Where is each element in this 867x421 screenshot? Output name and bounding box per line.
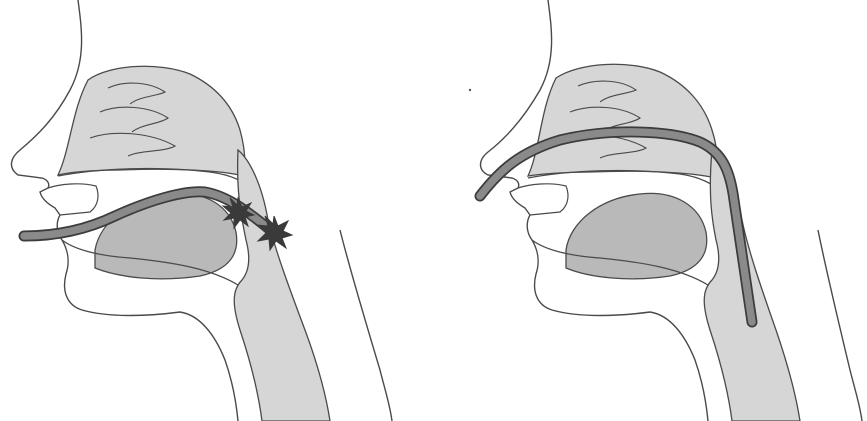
panel-right xyxy=(480,0,862,421)
upper-lip-left xyxy=(48,184,98,215)
neck-back-right xyxy=(818,230,862,421)
pharynx-left xyxy=(234,150,330,421)
nasal-cavity-right xyxy=(528,64,717,178)
tongue-right xyxy=(566,193,707,278)
nasal-cavity-left xyxy=(58,66,245,176)
panel-left xyxy=(11,0,392,421)
tongue-left xyxy=(95,193,237,278)
upper-lip-right xyxy=(518,184,568,215)
stray-dot xyxy=(469,89,471,91)
neck-back-left xyxy=(340,230,392,421)
